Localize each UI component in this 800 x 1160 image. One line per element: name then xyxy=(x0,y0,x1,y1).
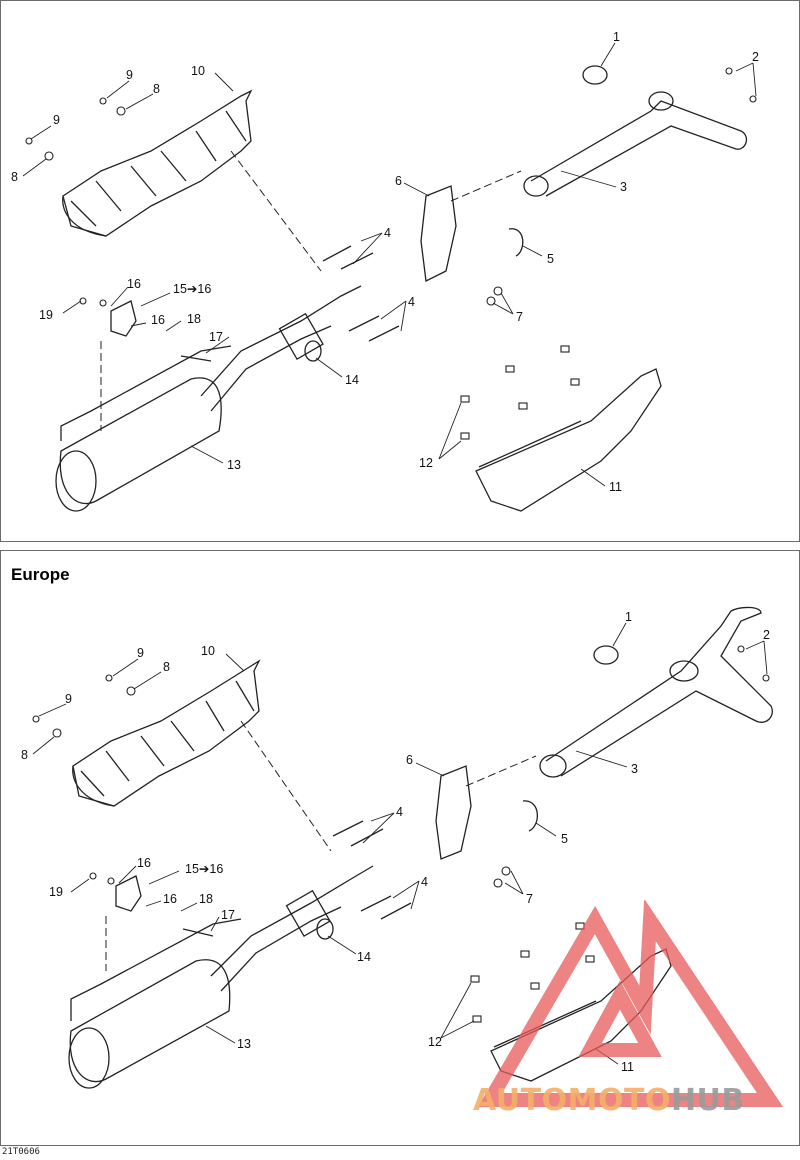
watermark-text: AUTOMOTOHUB xyxy=(473,1083,745,1118)
clamp-14 xyxy=(304,340,322,362)
muffler-13 xyxy=(68,865,374,1089)
bracket-6 xyxy=(420,185,457,282)
gasket-1 xyxy=(593,645,619,665)
callout-17: 17 xyxy=(221,908,235,922)
callout-5: 5 xyxy=(547,252,554,266)
callout-4b: 4 xyxy=(408,295,415,309)
exhaust-exploded-diagram-top: 1 2 3 4 4 5 6 7 8 8 9 9 10 11 12 13 14 1… xyxy=(11,30,759,512)
callout-12: 12 xyxy=(419,456,433,470)
watermark-logo xyxy=(477,900,784,1107)
callout-9b: 9 xyxy=(53,113,60,127)
panel-title: Europe xyxy=(11,565,70,584)
top-diagram-panel: 1 2 3 4 4 5 6 7 8 8 9 9 10 11 12 13 14 1… xyxy=(0,0,800,542)
callout-8b: 8 xyxy=(21,748,28,762)
callout-16b: 16 xyxy=(163,892,177,906)
watermark-hub: HUB xyxy=(670,1083,745,1118)
callout-9a: 9 xyxy=(137,646,144,660)
figure-code: 21T0606 xyxy=(2,1147,40,1157)
watermark-auto: AUTO xyxy=(473,1083,568,1118)
bolt-17 xyxy=(180,355,212,362)
heat-shield-10 xyxy=(62,89,253,237)
callout-11: 11 xyxy=(621,1060,634,1074)
callout-4a: 4 xyxy=(384,226,391,240)
callout-8a: 8 xyxy=(153,82,160,96)
callout-10: 10 xyxy=(191,64,205,78)
callout-13: 13 xyxy=(237,1037,251,1051)
callout-19: 19 xyxy=(39,308,53,322)
skid-plate-11 xyxy=(475,368,662,512)
heat-shield-10 xyxy=(72,659,261,807)
callout-11: 11 xyxy=(609,480,622,494)
callout-2: 2 xyxy=(752,50,759,64)
spring-5 xyxy=(522,800,538,832)
callout-1: 1 xyxy=(625,610,632,624)
muffler-13 xyxy=(55,285,362,512)
callout-1: 1 xyxy=(613,30,620,44)
spring-5 xyxy=(508,228,524,257)
callout-9b: 9 xyxy=(65,692,72,706)
callout-6: 6 xyxy=(395,174,402,188)
callout-15-16: 15➔16 xyxy=(185,862,223,876)
exhaust-exploded-diagram-europe: 1 2 3 4 4 5 6 7 8 8 9 9 10 11 12 13 14 1… xyxy=(21,606,773,1089)
watermark-moto: MOTO xyxy=(567,1083,671,1118)
springs-4 xyxy=(322,245,400,342)
callout-7: 7 xyxy=(526,892,533,906)
callout-10: 10 xyxy=(201,644,215,658)
bracket-6 xyxy=(435,765,472,860)
callout-18: 18 xyxy=(199,892,213,906)
callout-3: 3 xyxy=(631,762,638,776)
callout-17: 17 xyxy=(209,330,223,344)
callout-16b: 16 xyxy=(151,313,165,327)
callout-16a: 16 xyxy=(137,856,151,870)
callout-13: 13 xyxy=(227,458,241,472)
callout-8b: 8 xyxy=(11,170,18,184)
callout-4b: 4 xyxy=(421,875,428,889)
callout-8a: 8 xyxy=(163,660,170,674)
callout-2: 2 xyxy=(763,628,770,642)
clamp-14 xyxy=(316,918,334,940)
callout-14: 14 xyxy=(357,950,371,964)
bracket-16 xyxy=(110,300,137,337)
callout-4a: 4 xyxy=(396,805,403,819)
callout-3: 3 xyxy=(620,180,627,194)
callout-12: 12 xyxy=(428,1035,442,1049)
exhaust-pipe-3 xyxy=(523,91,748,197)
callout-14: 14 xyxy=(345,373,359,387)
callout-6: 6 xyxy=(406,753,413,767)
callout-15-16: 15➔16 xyxy=(173,282,211,296)
bolt-17 xyxy=(182,928,214,937)
callout-7: 7 xyxy=(516,310,523,324)
callout-19: 19 xyxy=(49,885,63,899)
callout-5: 5 xyxy=(561,832,568,846)
gasket-1 xyxy=(582,65,608,85)
callout-18: 18 xyxy=(187,312,201,326)
bottom-diagram-panel: Europe xyxy=(0,550,800,1146)
springs-4 xyxy=(332,820,412,920)
bracket-16 xyxy=(115,875,142,912)
exhaust-pipe-3 xyxy=(539,606,773,778)
callout-9a: 9 xyxy=(126,68,133,82)
callout-16a: 16 xyxy=(127,277,141,291)
